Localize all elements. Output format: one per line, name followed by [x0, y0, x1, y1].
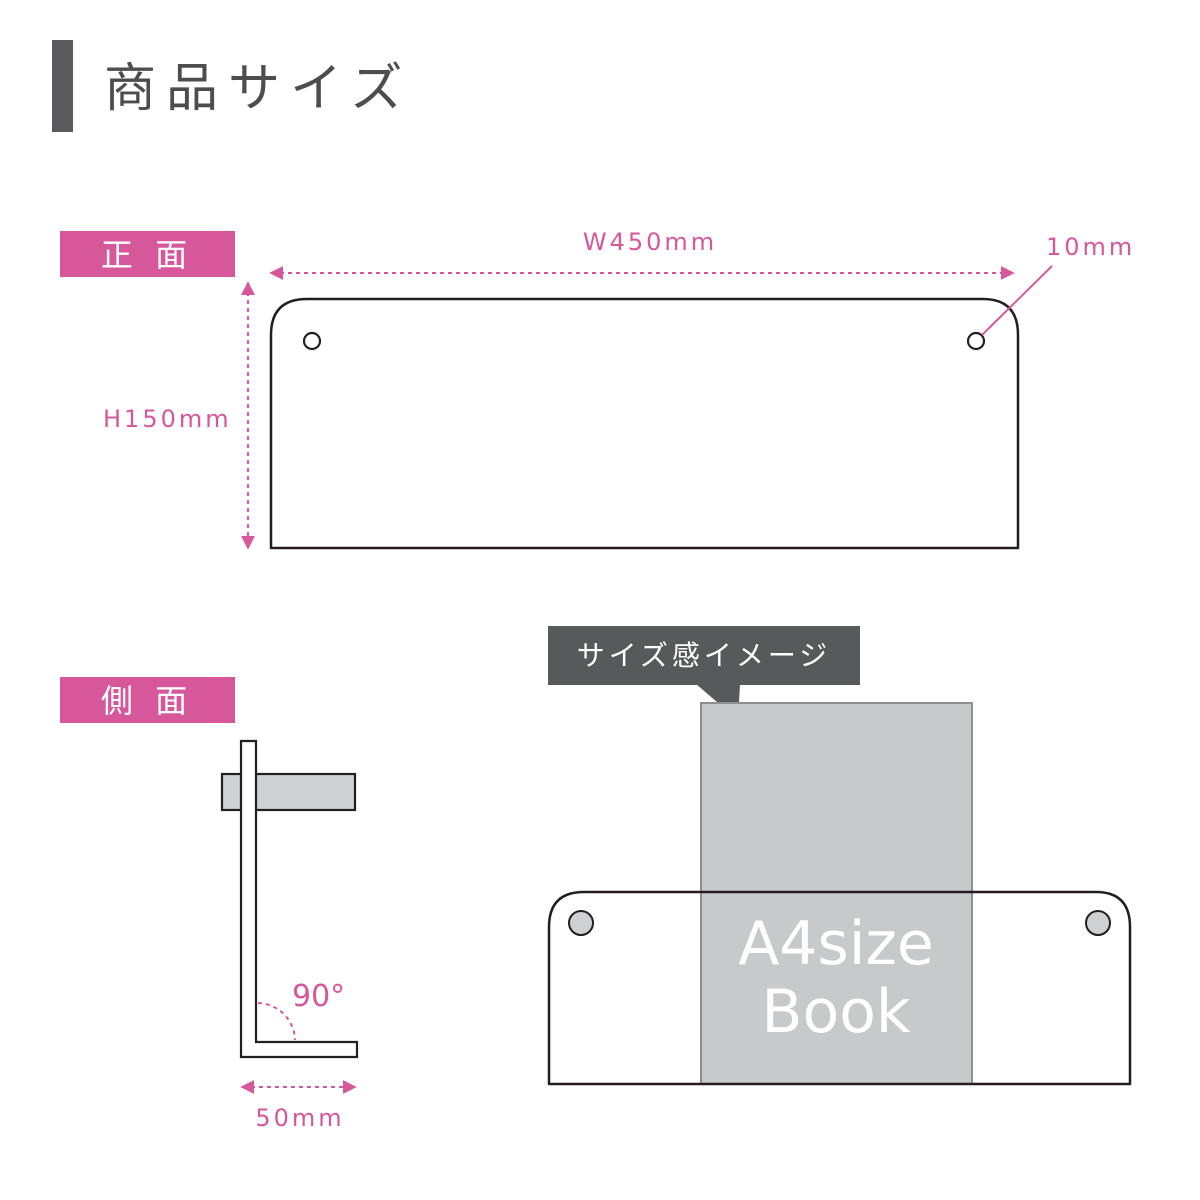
- side-view: 側 面 90° 50mm: [60, 677, 359, 1132]
- shelf-hole-right: [1085, 910, 1111, 936]
- book-label-line1: A4size: [738, 909, 934, 979]
- hole-leader-line: [981, 265, 1053, 336]
- side-label: 側 面: [101, 682, 193, 720]
- width-label: W450mm: [583, 228, 717, 256]
- size-image: サイズ感イメージ A4size Book: [547, 626, 1132, 1086]
- front-label-badge: [60, 231, 235, 277]
- hole-size-label: 10mm: [1046, 233, 1135, 261]
- callout-box: [548, 626, 860, 685]
- side-label-badge: [60, 677, 235, 723]
- right-angle-arc: [257, 1002, 296, 1041]
- front-hole-left: [302, 331, 322, 351]
- shelf-hole-left: [568, 910, 594, 936]
- l-bracket-profile: [239, 739, 359, 1059]
- depth-label: 50mm: [255, 1104, 344, 1132]
- front-hole-right: [966, 331, 986, 351]
- front-panel-outline: [269, 297, 1020, 550]
- title-bar: [52, 40, 73, 132]
- shelf-panel-outline: [547, 890, 1132, 1086]
- angle-label: 90°: [292, 979, 345, 1014]
- front-label: 正 面: [101, 236, 193, 274]
- callout-text: サイズ感イメージ: [577, 639, 832, 672]
- front-view: 正 面 W450mm H150mm 10mm: [60, 228, 1135, 550]
- page-title: 商品サイズ: [104, 59, 412, 119]
- height-label: H150mm: [103, 405, 232, 433]
- book-label-line2: Book: [761, 977, 911, 1047]
- a4-book: [700, 702, 973, 1085]
